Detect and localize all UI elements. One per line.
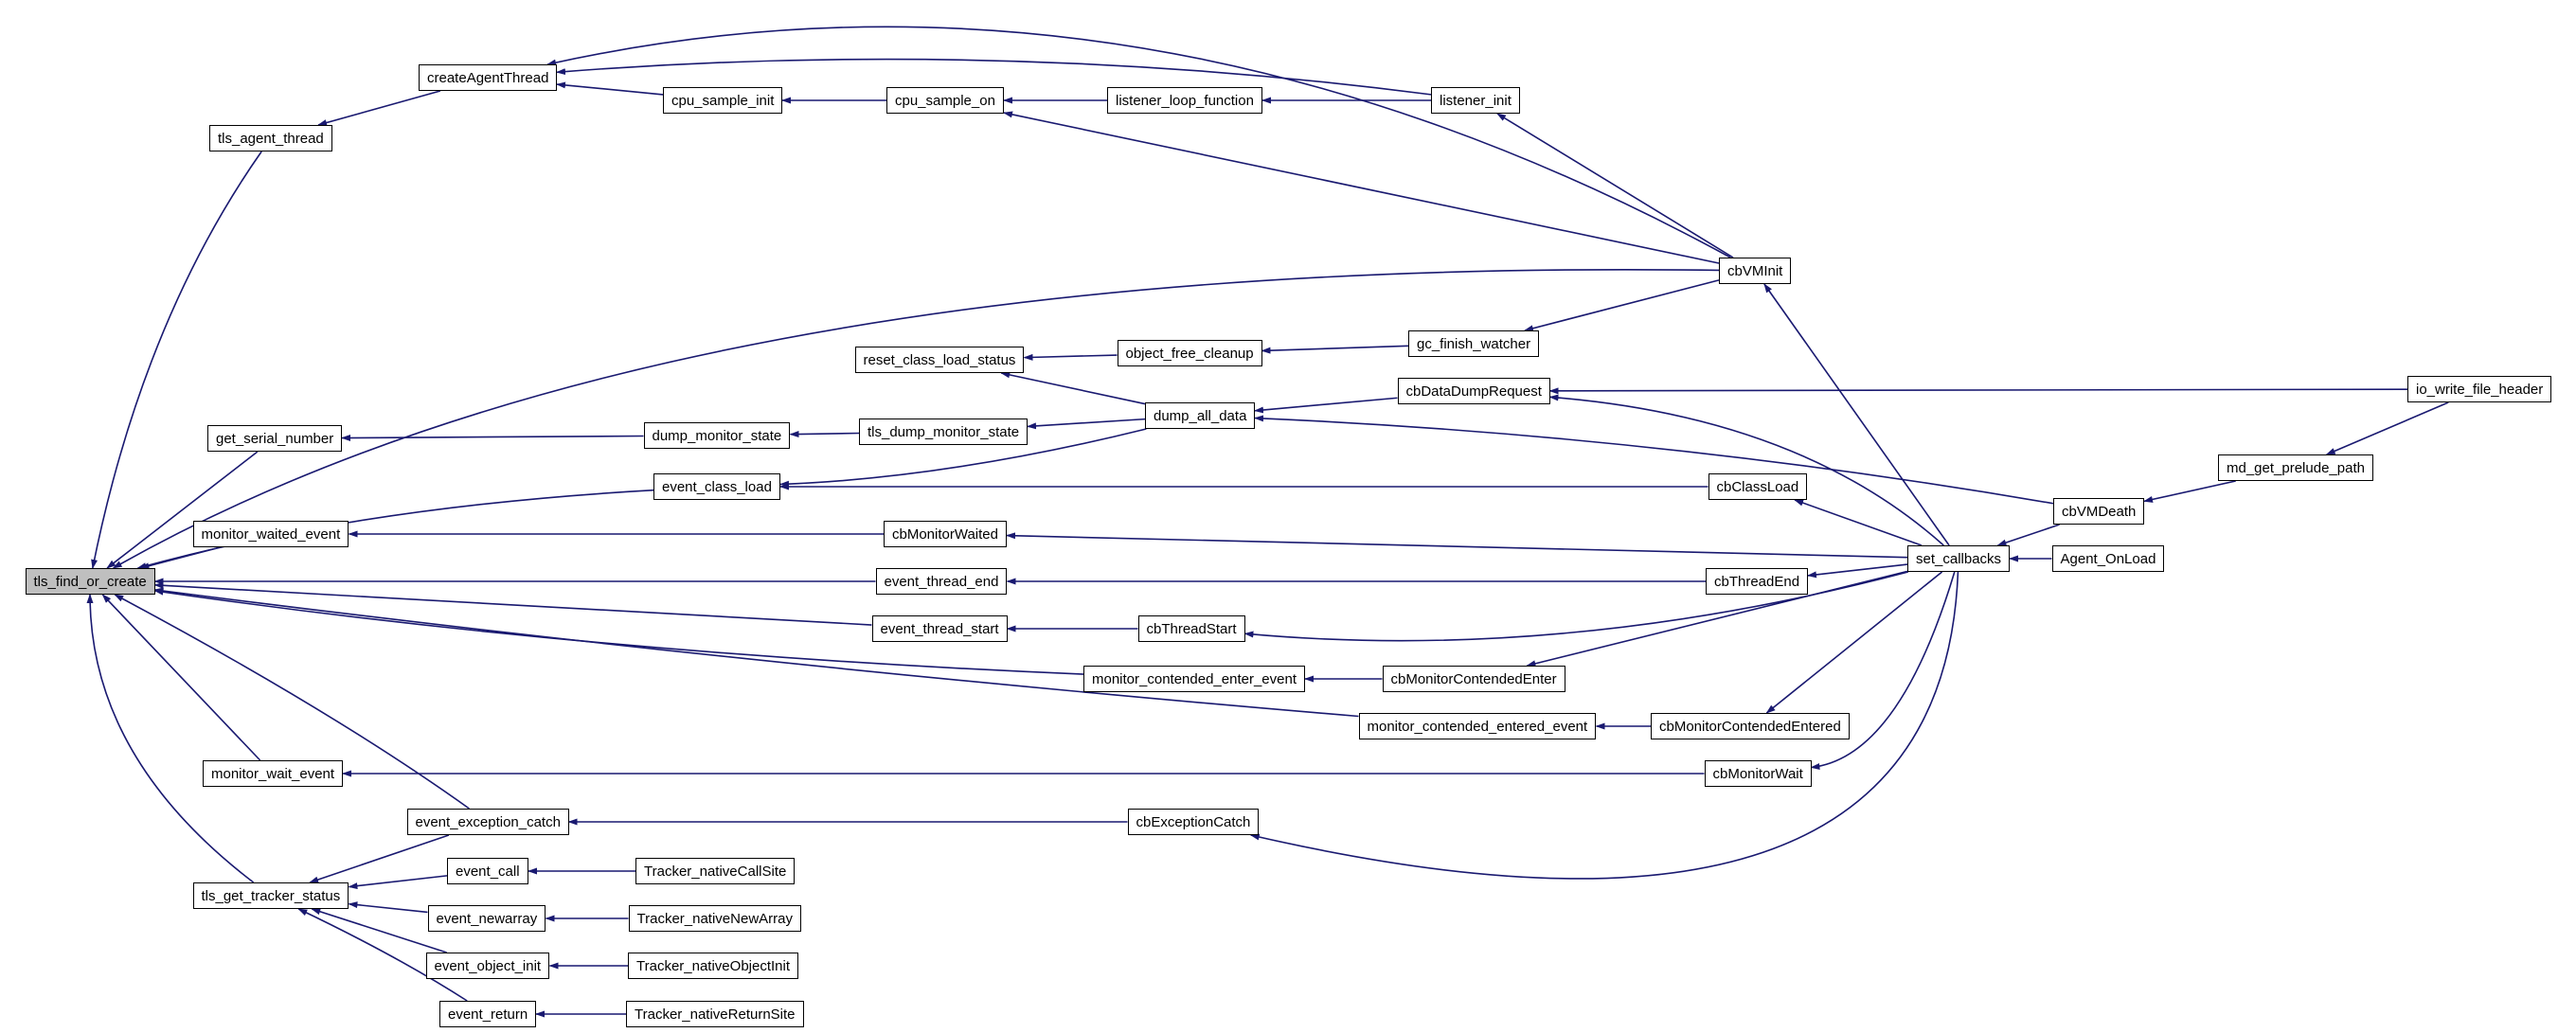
call-edge-cbDataDumpRequest--dump_all_data xyxy=(1254,397,1398,414)
graph-node-event_exception_catch[interactable]: event_exception_catch xyxy=(406,809,569,835)
graph-node-md_get_prelude_path[interactable]: md_get_prelude_path xyxy=(2218,454,2373,481)
call-edge-set_callbacks--cbThreadEnd xyxy=(1807,563,1908,579)
graph-node-Agent_OnLoad[interactable]: Agent_OnLoad xyxy=(2051,545,2165,572)
call-edge-cbVMInit--cpu_sample_on xyxy=(1003,111,1720,264)
graph-node-object_free_cleanup[interactable]: object_free_cleanup xyxy=(1117,340,1262,366)
graph-node-tls_dump_monitor_state[interactable]: tls_dump_monitor_state xyxy=(859,419,1029,445)
call-edge-tls_get_tracker_status--tls_find_or_create xyxy=(86,594,255,883)
call-edge-cbVMInit--createAgentThread xyxy=(546,26,1731,258)
call-edge-event_exception_catch--tls_find_or_create xyxy=(114,594,470,810)
call-edge-set_callbacks--cbMonitorWait xyxy=(1810,571,1956,771)
graph-node-Tracker_nativeObjectInit[interactable]: Tracker_nativeObjectInit xyxy=(628,953,799,979)
call-edge-dump_all_data--tls_dump_monitor_state xyxy=(1027,418,1146,430)
graph-node-event_return[interactable]: event_return xyxy=(439,1001,537,1027)
call-edge-cbVMDeath--dump_all_data xyxy=(1254,415,2054,505)
call-edge-event_exception_catch--tls_get_tracker_status xyxy=(309,834,450,883)
call-edge-io_write_file_header--md_get_prelude_path xyxy=(2325,401,2449,455)
graph-node-get_serial_number[interactable]: get_serial_number xyxy=(207,425,343,452)
graph-node-cbClassLoad[interactable]: cbClassLoad xyxy=(1708,473,1808,500)
graph-node-event_object_init[interactable]: event_object_init xyxy=(425,953,550,979)
graph-node-cbMonitorContendedEntered[interactable]: cbMonitorContendedEntered xyxy=(1651,713,1850,739)
call-edge-monitor_contended_entered_event--tls_find_or_create xyxy=(153,587,1359,718)
graph-node-monitor_waited_event[interactable]: monitor_waited_event xyxy=(192,521,349,547)
call-edge-set_callbacks--cbMonitorWaited xyxy=(1006,532,1908,559)
call-edge-event_thread_start--tls_find_or_create xyxy=(153,581,872,626)
graph-node-Tracker_nativeReturnSite[interactable]: Tracker_nativeReturnSite xyxy=(626,1001,804,1027)
graph-node-cbMonitorContendedEnter[interactable]: cbMonitorContendedEnter xyxy=(1382,666,1565,692)
graph-node-monitor_wait_event[interactable]: monitor_wait_event xyxy=(203,760,344,787)
call-edge-tls_dump_monitor_state--dump_monitor_state xyxy=(789,431,860,438)
graph-node-createAgentThread[interactable]: createAgentThread xyxy=(419,64,558,91)
graph-node-event_call[interactable]: event_call xyxy=(447,858,528,884)
graph-node-monitor_contended_enter_event[interactable]: monitor_contended_enter_event xyxy=(1083,666,1305,692)
graph-node-listener_loop_function[interactable]: listener_loop_function xyxy=(1107,87,1262,114)
graph-node-cbMonitorWaited[interactable]: cbMonitorWaited xyxy=(884,521,1007,547)
graph-node-cbVMInit[interactable]: cbVMInit xyxy=(1719,258,1792,284)
call-edge-listener_init--createAgentThread xyxy=(556,58,1432,96)
call-edge-cpu_sample_init--createAgentThread xyxy=(556,81,664,96)
call-edge-cbVMInit--gc_finish_watcher xyxy=(1524,279,1720,332)
call-edge-monitor_waited_event--tls_find_or_create xyxy=(139,546,221,570)
call-edge-get_serial_number--tls_find_or_create xyxy=(106,451,259,569)
graph-node-Tracker_nativeCallSite[interactable]: Tracker_nativeCallSite xyxy=(635,858,796,884)
graph-node-cbDataDumpRequest[interactable]: cbDataDumpRequest xyxy=(1397,378,1550,404)
graph-node-cbVMDeath[interactable]: cbVMDeath xyxy=(2053,498,2145,525)
graph-node-event_thread_end[interactable]: event_thread_end xyxy=(875,568,1008,595)
call-edge-set_callbacks--cbThreadStart xyxy=(1243,571,1909,642)
graph-node-dump_monitor_state[interactable]: dump_monitor_state xyxy=(643,422,791,449)
call-edge-object_free_cleanup--reset_class_load_status xyxy=(1023,353,1118,361)
call-edge-event_call--tls_get_tracker_status xyxy=(348,875,448,890)
call-edge-md_get_prelude_path--cbVMDeath xyxy=(2143,480,2236,503)
call-edge-dump_all_data--reset_class_load_status xyxy=(1000,371,1146,405)
call-edge-monitor_wait_event--tls_find_or_create xyxy=(101,594,261,761)
graph-node-event_thread_start[interactable]: event_thread_start xyxy=(871,615,1008,642)
graph-node-tls_get_tracker_status[interactable]: tls_get_tracker_status xyxy=(192,882,349,909)
call-edge-io_write_file_header--cbDataDumpRequest xyxy=(1548,387,2408,395)
call-edge-set_callbacks--cbMonitorContendedEntered xyxy=(1765,571,1943,714)
call-edge-event_return--tls_get_tracker_status xyxy=(297,908,468,1002)
call-edge-set_callbacks--cbDataDumpRequest xyxy=(1548,394,1944,546)
graph-node-cpu_sample_on[interactable]: cpu_sample_on xyxy=(886,87,1004,114)
call-edge-createAgentThread--tls_agent_thread xyxy=(317,90,441,126)
graph-node-event_class_load[interactable]: event_class_load xyxy=(653,473,780,500)
graph-node-Tracker_nativeNewArray[interactable]: Tracker_nativeNewArray xyxy=(628,905,801,932)
graph-node-cbThreadEnd[interactable]: cbThreadEnd xyxy=(1706,568,1809,595)
graph-node-tls_agent_thread[interactable]: tls_agent_thread xyxy=(209,125,332,151)
call-edge-set_callbacks--cbClassLoad xyxy=(1794,499,1923,546)
graph-node-io_write_file_header[interactable]: io_write_file_header xyxy=(2407,376,2552,402)
call-edge-set_callbacks--cbVMInit xyxy=(1763,283,1950,546)
call-edge-event_newarray--tls_get_tracker_status xyxy=(348,901,428,914)
graph-node-event_newarray[interactable]: event_newarray xyxy=(427,905,546,932)
graph-node-cbExceptionCatch[interactable]: cbExceptionCatch xyxy=(1127,809,1260,835)
graph-node-gc_finish_watcher[interactable]: gc_finish_watcher xyxy=(1408,330,1540,357)
call-edge-dump_all_data--event_class_load xyxy=(779,428,1147,488)
call-edge-cbVMDeath--set_callbacks xyxy=(1996,524,2060,546)
call-edge-cbVMInit--tls_find_or_create xyxy=(112,268,1720,569)
graph-node-cbMonitorWait[interactable]: cbMonitorWait xyxy=(1704,760,1812,787)
graph-node-cbThreadStart[interactable]: cbThreadStart xyxy=(1137,615,1245,642)
call-edge-gc_finish_watcher--object_free_cleanup xyxy=(1261,345,1409,354)
call-edge-dump_monitor_state--get_serial_number xyxy=(341,434,644,441)
call-edge-set_callbacks--cbMonitorContendedEnter xyxy=(1526,570,1908,668)
call-edge-set_callbacks--cbExceptionCatch xyxy=(1249,571,1959,880)
graph-node-tls_find_or_create: tls_find_or_create xyxy=(25,568,155,595)
graph-node-set_callbacks[interactable]: set_callbacks xyxy=(1907,545,2011,572)
call-edge-event_object_init--tls_get_tracker_status xyxy=(311,908,447,953)
graph-node-monitor_contended_entered_event[interactable]: monitor_contended_entered_event xyxy=(1358,713,1597,739)
call-edge-cbVMInit--listener_init xyxy=(1496,113,1734,258)
graph-node-listener_init[interactable]: listener_init xyxy=(1431,87,1520,114)
graph-node-reset_class_load_status[interactable]: reset_class_load_status xyxy=(854,347,1025,373)
graph-node-cpu_sample_init[interactable]: cpu_sample_init xyxy=(663,87,783,114)
graph-node-dump_all_data[interactable]: dump_all_data xyxy=(1145,402,1256,429)
call-edge-tls_agent_thread--tls_find_or_create xyxy=(91,151,262,569)
